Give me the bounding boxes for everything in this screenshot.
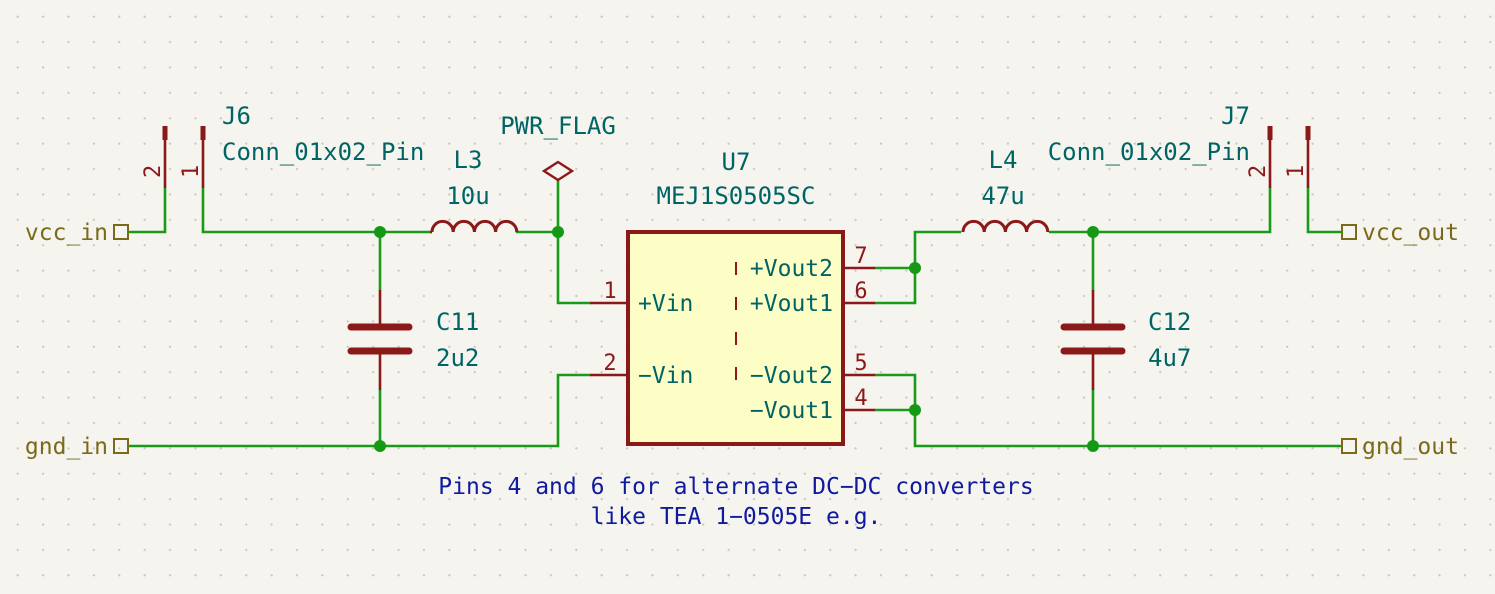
note-line-2: like TEA 1−0505E e.g. xyxy=(591,504,882,530)
c12-reference: C12 xyxy=(1148,308,1191,336)
junction-vout-neg xyxy=(909,404,921,416)
pwr-flag-label: PWR_FLAG xyxy=(500,112,616,140)
junction-c11-top xyxy=(374,226,386,238)
u7-pin1-name: +Vin xyxy=(638,291,693,317)
power-flag[interactable]: PWR_FLAG xyxy=(500,112,616,182)
u7-pin1-number: 1 xyxy=(603,279,616,304)
junction-c12-top xyxy=(1087,226,1099,238)
junction-vout-pos xyxy=(909,262,921,274)
wire-j7-pin1[interactable] xyxy=(1306,186,1342,234)
u7-pin4-name: −Vout1 xyxy=(750,398,833,424)
j6-reference: J6 xyxy=(222,102,251,130)
junction-c12-bottom xyxy=(1087,440,1099,452)
junction-flag xyxy=(552,226,564,238)
c12-value: 4u7 xyxy=(1148,344,1191,372)
l4-reference: L4 xyxy=(989,146,1018,174)
port-vcc-in-label: vcc_in xyxy=(25,220,108,246)
c11-value: 2u2 xyxy=(436,344,479,372)
port-gnd-in[interactable]: gnd_in xyxy=(25,434,129,460)
j7-reference: J7 xyxy=(1221,102,1250,130)
u7-pin2-name: −Vin xyxy=(638,363,693,389)
connector-j6[interactable]: 2 1 J6 Conn_01x02_Pin xyxy=(141,102,424,188)
u7-pin5-number: 5 xyxy=(854,351,867,376)
u7-pin7-number: 7 xyxy=(854,244,867,269)
l3-reference: L3 xyxy=(454,146,483,174)
wire-vcc-in[interactable] xyxy=(128,186,167,234)
u7-pin5-name: −Vout2 xyxy=(750,363,833,389)
wire-gnd-in[interactable] xyxy=(128,373,592,448)
port-vcc-in[interactable]: vcc_in xyxy=(25,220,129,246)
l3-value: 10u xyxy=(446,182,489,210)
c11-reference: C11 xyxy=(436,308,479,336)
u7-pin4-number: 4 xyxy=(854,386,867,411)
note-line-1: Pins 4 and 6 for alternate DC−DC convert… xyxy=(438,474,1033,500)
inductor-l3[interactable]: L3 10u xyxy=(430,146,519,234)
junctions xyxy=(374,226,1099,452)
note-text: Pins 4 and 6 for alternate DC−DC convert… xyxy=(438,474,1033,530)
port-vcc-out[interactable]: vcc_out xyxy=(1341,220,1459,246)
j6-value: Conn_01x02_Pin xyxy=(222,138,424,166)
wire-j6-pin1-to-l3[interactable] xyxy=(201,186,432,234)
u7-pin2-number: 2 xyxy=(603,351,616,376)
wire-vout-neg[interactable] xyxy=(873,373,1342,448)
capacitor-c12[interactable]: C12 4u7 xyxy=(1060,290,1191,390)
l4-value: 47u xyxy=(981,182,1024,210)
u7-pin7-name: +Vout2 xyxy=(750,256,833,282)
junction-c11-bottom xyxy=(374,440,386,452)
port-gnd-out-label: gnd_out xyxy=(1362,434,1459,460)
inductor-l4[interactable]: L4 47u xyxy=(961,146,1050,233)
port-vcc-out-label: vcc_out xyxy=(1362,220,1459,246)
j6-pin2-number: 2 xyxy=(141,165,166,178)
capacitor-c11[interactable]: C11 2u2 xyxy=(347,290,479,390)
port-gnd-out[interactable]: gnd_out xyxy=(1341,434,1459,460)
u7-pin6-name: +Vout1 xyxy=(750,291,833,317)
u7-reference: U7 xyxy=(722,148,751,176)
connector-j7[interactable]: 2 1 J7 Conn_01x02_Pin xyxy=(1048,102,1311,188)
wire-l4-to-out[interactable] xyxy=(1048,186,1272,234)
port-gnd-in-label: gnd_in xyxy=(25,434,108,460)
u7-pin6-number: 6 xyxy=(854,279,867,304)
ic-u7[interactable]: U7 MEJ1S0505SC 1 2 7 6 5 4 +Vin −Vin +Vo… xyxy=(590,148,875,446)
j7-pin2-number: 2 xyxy=(1246,165,1271,178)
u7-value: MEJ1S0505SC xyxy=(657,182,816,210)
j7-value: Conn_01x02_Pin xyxy=(1048,138,1250,166)
j7-pin1-number: 1 xyxy=(1284,165,1309,178)
j6-pin1-number: 1 xyxy=(179,165,204,178)
wire-flag-drop[interactable] xyxy=(556,178,592,305)
